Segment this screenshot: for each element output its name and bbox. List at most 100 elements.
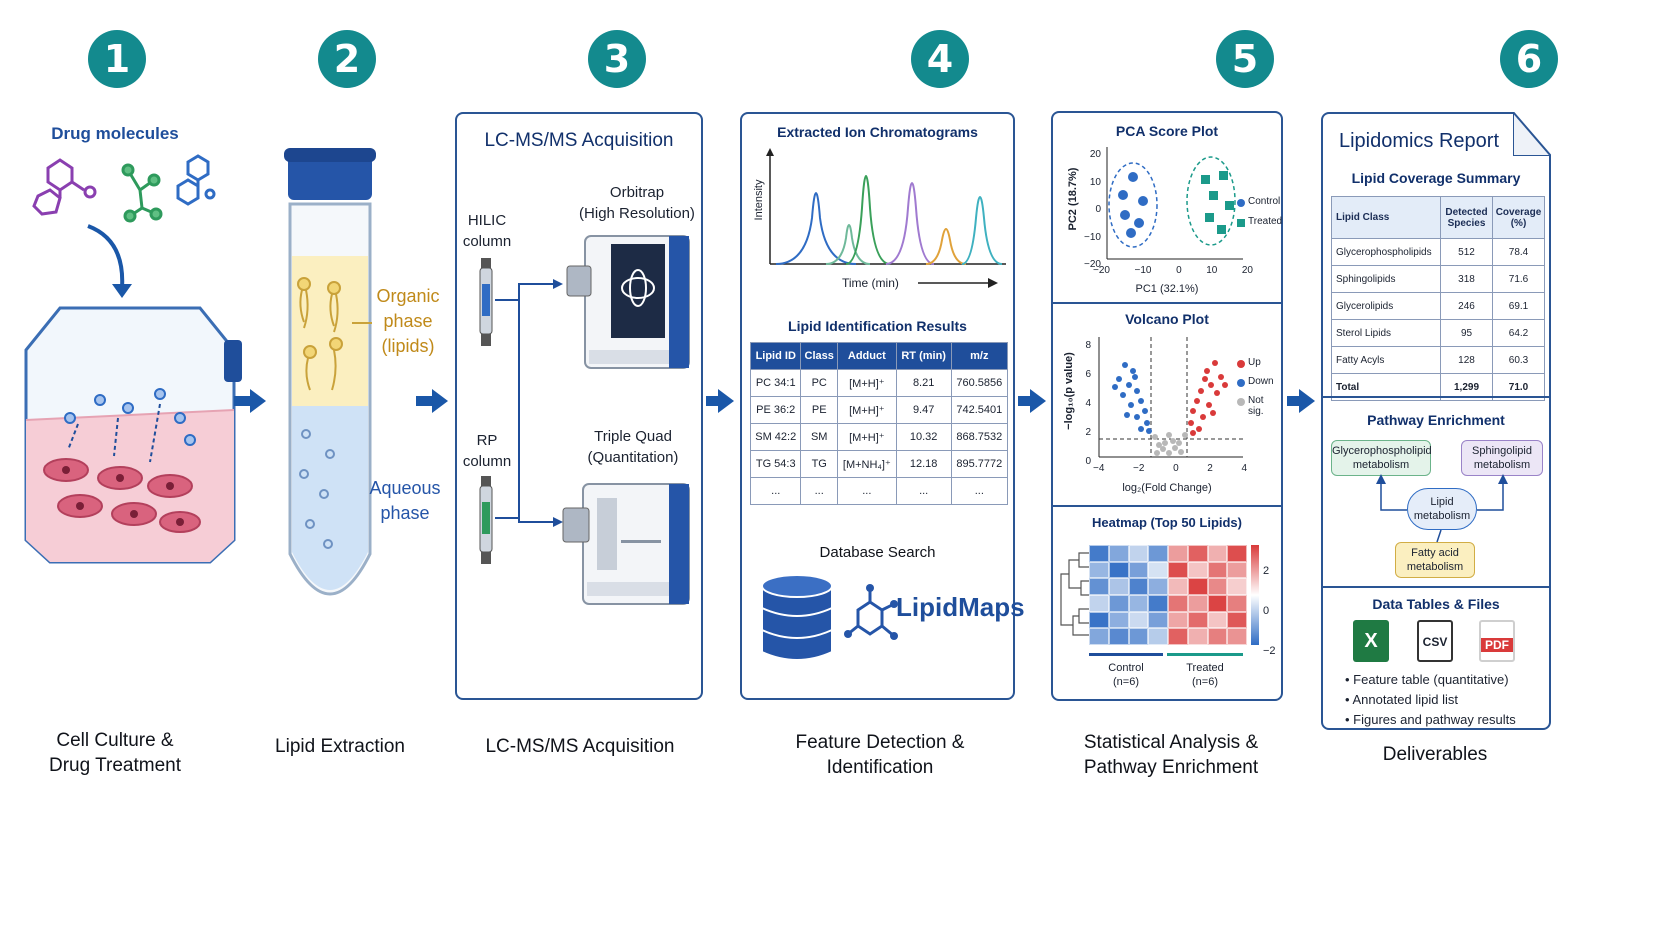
step-label-3: LC-MS/MS Acquisition — [470, 734, 690, 759]
heatmap-cell — [1187, 545, 1208, 562]
volcano-plot — [1098, 337, 1243, 458]
orbitrap-instrument-icon — [566, 235, 690, 369]
table-cell: PC 34:1 — [749, 369, 802, 397]
table-cell: 760.5856 — [950, 369, 1009, 397]
volcano-legend-up: Up — [1248, 357, 1261, 368]
heatmap-cell — [1187, 594, 1208, 612]
heatmap-cell — [1128, 578, 1149, 595]
pca-yticks: 20 10 0 −10 −20 — [1075, 141, 1101, 279]
lipid-id-header: Lipid ID — [749, 342, 802, 370]
heatmap-cell — [1187, 578, 1208, 595]
lipidmaps-logo-icon — [844, 584, 898, 640]
hilic-label: HILIC column — [461, 210, 513, 252]
heatmap-cell — [1227, 611, 1247, 629]
database-icon — [761, 574, 833, 661]
treated-line-1: Treated — [1186, 662, 1224, 674]
report-divider-2 — [1323, 586, 1549, 588]
rp-line-2: column — [462, 453, 512, 470]
list-item: • Feature table (quantitative) — [1345, 672, 1509, 687]
tick-label: 20 — [1241, 265, 1253, 276]
treated-group-label: Treated (n=6) — [1167, 661, 1243, 689]
lipid-metabolism-node: Lipid metabolism — [1407, 488, 1477, 530]
coverage-title: Lipid Coverage Summary — [1351, 170, 1521, 186]
tick-label: 10 — [1089, 176, 1101, 188]
heatmap-cell — [1207, 594, 1228, 612]
tick-label: −20 — [1093, 265, 1110, 276]
table-cell: 742.5401 — [950, 396, 1009, 424]
coverage-header: Coverage (%) — [1492, 196, 1545, 239]
table-row: ............... — [749, 477, 1009, 505]
step-label-line: Lipid Extraction — [275, 736, 405, 757]
orbitrap-line-2: (High Resolution) — [579, 205, 695, 222]
pca-legend-treated: Treated — [1248, 216, 1283, 227]
heatmap-cell — [1089, 561, 1109, 579]
lipidmaps-label: LipidMaps — [896, 592, 1025, 622]
list-item: • Figures and pathway results — [1345, 712, 1516, 727]
heatmap-cell — [1089, 611, 1109, 629]
treatment-arrow-icon — [87, 224, 132, 298]
volcano-ylabel: −log₁₀(p value) — [1063, 352, 1075, 430]
table-cell: 64.2 — [1492, 319, 1545, 347]
heatmap-scale-label: 0 — [1263, 605, 1270, 617]
tick-label: −10 — [1134, 265, 1152, 276]
heatmap-cell — [1187, 611, 1208, 629]
heatmap-cell — [1187, 628, 1208, 645]
deliverable-list: • Feature table (quantitative) • Annotat… — [1345, 670, 1545, 730]
table-cell: PC — [800, 369, 838, 397]
step-label-1: Cell Culture & Drug Treatment — [20, 728, 210, 778]
organic-line-1: Organic — [376, 286, 440, 306]
heatmap-title: Heatmap (Top 50 Lipids) — [1092, 515, 1242, 530]
hilic-line-2: column — [462, 233, 512, 250]
feature-detection-panel: Extracted Ion Chromatograms Intensity Ti… — [740, 112, 1025, 700]
tick-label: 2 — [1085, 427, 1091, 438]
tick-label: −2 — [1133, 463, 1145, 474]
csv-file-label: CSV — [1422, 635, 1448, 649]
triple-quad-line-1: Triple Quad — [594, 428, 672, 445]
heatmap-cell — [1108, 594, 1129, 612]
list-item-text: Figures and pathway results — [1353, 712, 1516, 727]
coverage-header-row: Lipid Class Detected Species Coverage (%… — [1331, 196, 1545, 239]
tick-label: 8 — [1085, 340, 1091, 351]
step-label-line: Identification — [826, 757, 934, 778]
heatmap-scale: 2 0 −2 — [1263, 551, 1279, 671]
pathway-connectors — [1376, 474, 1508, 543]
step-number-3: 3 — [588, 30, 646, 88]
table-cell: 8.21 — [895, 369, 952, 397]
heatmap-cell — [1227, 594, 1247, 612]
pca-xlabel: PC1 (32.1%) — [1135, 283, 1199, 295]
lcms-panel: LC-MS/MS Acquisition HILIC column RP col… — [455, 112, 703, 700]
organic-line-2: phase — [383, 311, 433, 331]
list-item: • Annotated lipid list — [1345, 692, 1458, 707]
pca-legend-treated-marker — [1237, 219, 1245, 227]
table-cell: TG — [800, 450, 838, 478]
excel-file-label: X — [1364, 630, 1378, 652]
heatmap-cell — [1168, 628, 1188, 645]
heatmap-cell — [1148, 578, 1168, 595]
heatmap-cell — [1207, 578, 1228, 595]
excel-file-icon: X — [1353, 620, 1389, 662]
page-fold-icon — [1513, 112, 1551, 156]
table-cell: 868.7532 — [950, 423, 1009, 451]
tick-label: −10 — [1084, 231, 1101, 243]
table-cell: [M+H]⁺ — [836, 396, 897, 424]
heatmap-cell — [1089, 594, 1109, 612]
deliverables-panel: Lipidomics Report Lipid Coverage Summary… — [1321, 112, 1551, 730]
time-arrow-icon — [918, 278, 998, 288]
tick-label: 0 — [1095, 204, 1101, 215]
heatmap-cell — [1227, 545, 1247, 562]
lipid-id-header: m/z — [950, 342, 1009, 370]
fatty-acid-box: Fatty acid metabolism — [1395, 542, 1475, 578]
hilic-line-1: HILIC — [467, 212, 507, 229]
table-cell: 60.3 — [1492, 346, 1545, 374]
pathway-title: Pathway Enrichment — [1367, 412, 1505, 428]
heatmap-grid — [1089, 545, 1247, 645]
heatmap-cell — [1148, 545, 1168, 562]
table-cell: 318 — [1440, 265, 1493, 293]
treated-line-2: (n=6) — [1192, 676, 1218, 688]
heatmap-cell — [1108, 578, 1129, 595]
drug-molecules-icon — [32, 154, 216, 223]
